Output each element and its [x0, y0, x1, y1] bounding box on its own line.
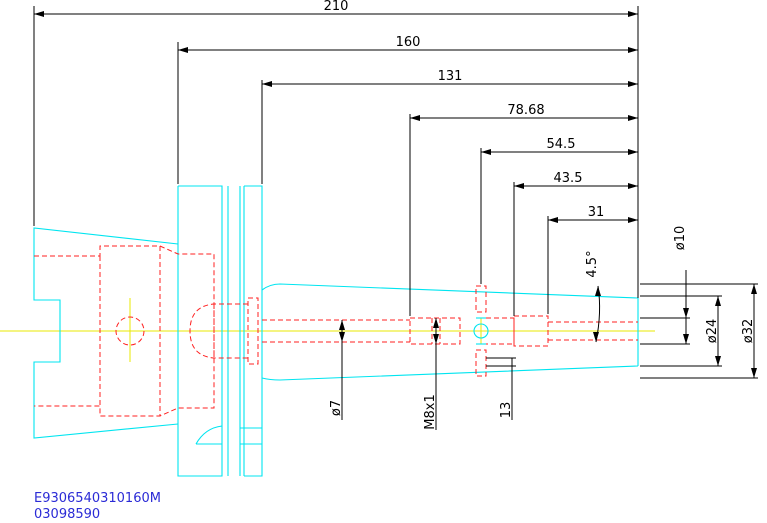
dim-label-131: 131 [438, 69, 463, 84]
dim-label-210: 210 [324, 0, 349, 14]
dim-label-43-5: 43.5 [554, 171, 583, 186]
dimension-13: 13 [486, 357, 516, 420]
centerlines [0, 298, 655, 362]
dimension-43-5: 43.5 [514, 171, 638, 189]
diameter-7-dimension: ø7 [329, 320, 345, 420]
diameter-10-dimension: ø10 [673, 226, 689, 344]
thread-label: M8x1 [423, 394, 438, 429]
dimension-31: 31 [548, 205, 638, 223]
dia10-label: ø10 [673, 226, 688, 251]
dia7-label: ø7 [329, 400, 344, 416]
dimension-78-68: 78.68 [410, 103, 638, 121]
dim-label-31: 31 [588, 205, 605, 220]
thread-dimension: M8x1 [423, 318, 439, 430]
dim-label-160: 160 [396, 35, 421, 50]
part-number: E9306540310160M [34, 491, 161, 506]
order-number: 03098590 [34, 507, 100, 522]
dia24-label: ø24 [705, 319, 720, 344]
hidden-lines [34, 245, 638, 417]
dimension-160: 160 [178, 35, 638, 53]
diameter-24-dimension: ø24 [705, 296, 721, 366]
angle-label: 4.5° [585, 250, 600, 277]
dimension-131: 131 [262, 69, 638, 87]
angle-dimension: 4.5° [585, 250, 601, 343]
diameter-32-dimension: ø32 [741, 284, 757, 378]
dim-label-54-5: 54.5 [547, 137, 576, 152]
holder-outline [33, 185, 639, 477]
extension-lines [33, 6, 758, 379]
dimension-210: 210 [34, 0, 638, 17]
dia32-label: ø32 [741, 319, 756, 344]
dimension-54-5: 54.5 [481, 137, 638, 155]
dim-label-78-68: 78.68 [507, 103, 544, 118]
dim13-label: 13 [499, 402, 514, 419]
